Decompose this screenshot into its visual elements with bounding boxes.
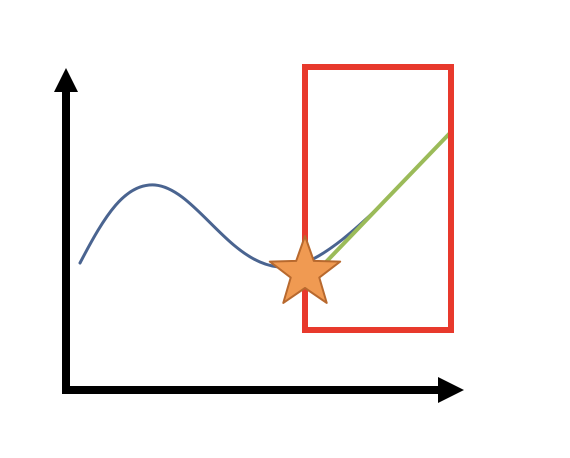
function-curve <box>78 183 382 269</box>
y-axis-arrowhead <box>54 68 78 92</box>
x-axis-arrowhead <box>438 377 464 403</box>
star-marker <box>268 235 342 304</box>
tangent-line <box>324 131 452 264</box>
highlight-region-box <box>302 64 454 333</box>
